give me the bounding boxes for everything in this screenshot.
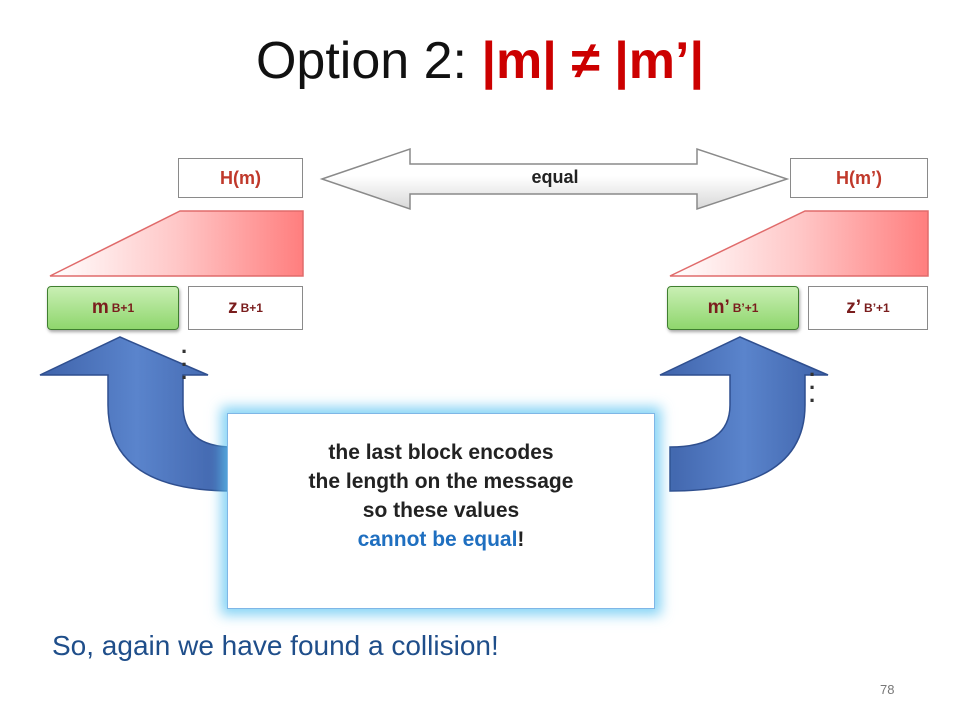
slide-title: Option 2: |m| ≠ |m’| xyxy=(0,28,960,94)
equal-label: equal xyxy=(531,167,579,187)
left-curved-arrow xyxy=(39,336,234,492)
right-ellipsis: ··· xyxy=(809,362,817,413)
left-ellipsis: ··· xyxy=(181,339,189,390)
left-hash-box: H(m) xyxy=(178,158,303,198)
left-m-subscript: B+1 xyxy=(111,301,135,315)
right-hash-box: H(m’) xyxy=(790,158,928,198)
page-number: 78 xyxy=(880,682,895,697)
right-compression-trapezoid xyxy=(669,210,929,277)
callout-line-2: the length on the message xyxy=(308,470,574,493)
right-z-base: z’ xyxy=(846,297,862,318)
left-z-subscript: B+1 xyxy=(240,301,263,315)
callout-emphasis: cannot be equal xyxy=(357,528,518,551)
callout-line-1: the last block encodes xyxy=(328,441,554,464)
title-prefix: Option 2: xyxy=(255,32,482,90)
length-encoding-callout: the last block encodes the length on the… xyxy=(227,413,655,609)
callout-exclamation: ! xyxy=(517,528,525,551)
right-chaining-value-block: z’B’+1 xyxy=(808,286,928,330)
title-accent: |m| ≠ |m’| xyxy=(481,32,705,90)
left-compression-trapezoid xyxy=(49,210,304,277)
conclusion-text: So, again we have found a collision! xyxy=(52,630,499,661)
equal-double-arrow xyxy=(319,147,790,211)
callout-line-3: so these values xyxy=(362,499,520,522)
right-message-block: m’B’+1 xyxy=(667,286,799,330)
right-z-subscript: B’+1 xyxy=(864,301,890,315)
left-z-base: z xyxy=(228,297,238,318)
left-m-base: m xyxy=(91,297,109,318)
callout-line-4: cannot be equal! xyxy=(228,525,654,554)
right-m-subscript: B’+1 xyxy=(732,301,759,315)
right-curved-arrow xyxy=(659,336,829,492)
right-m-base: m’ xyxy=(707,297,730,318)
